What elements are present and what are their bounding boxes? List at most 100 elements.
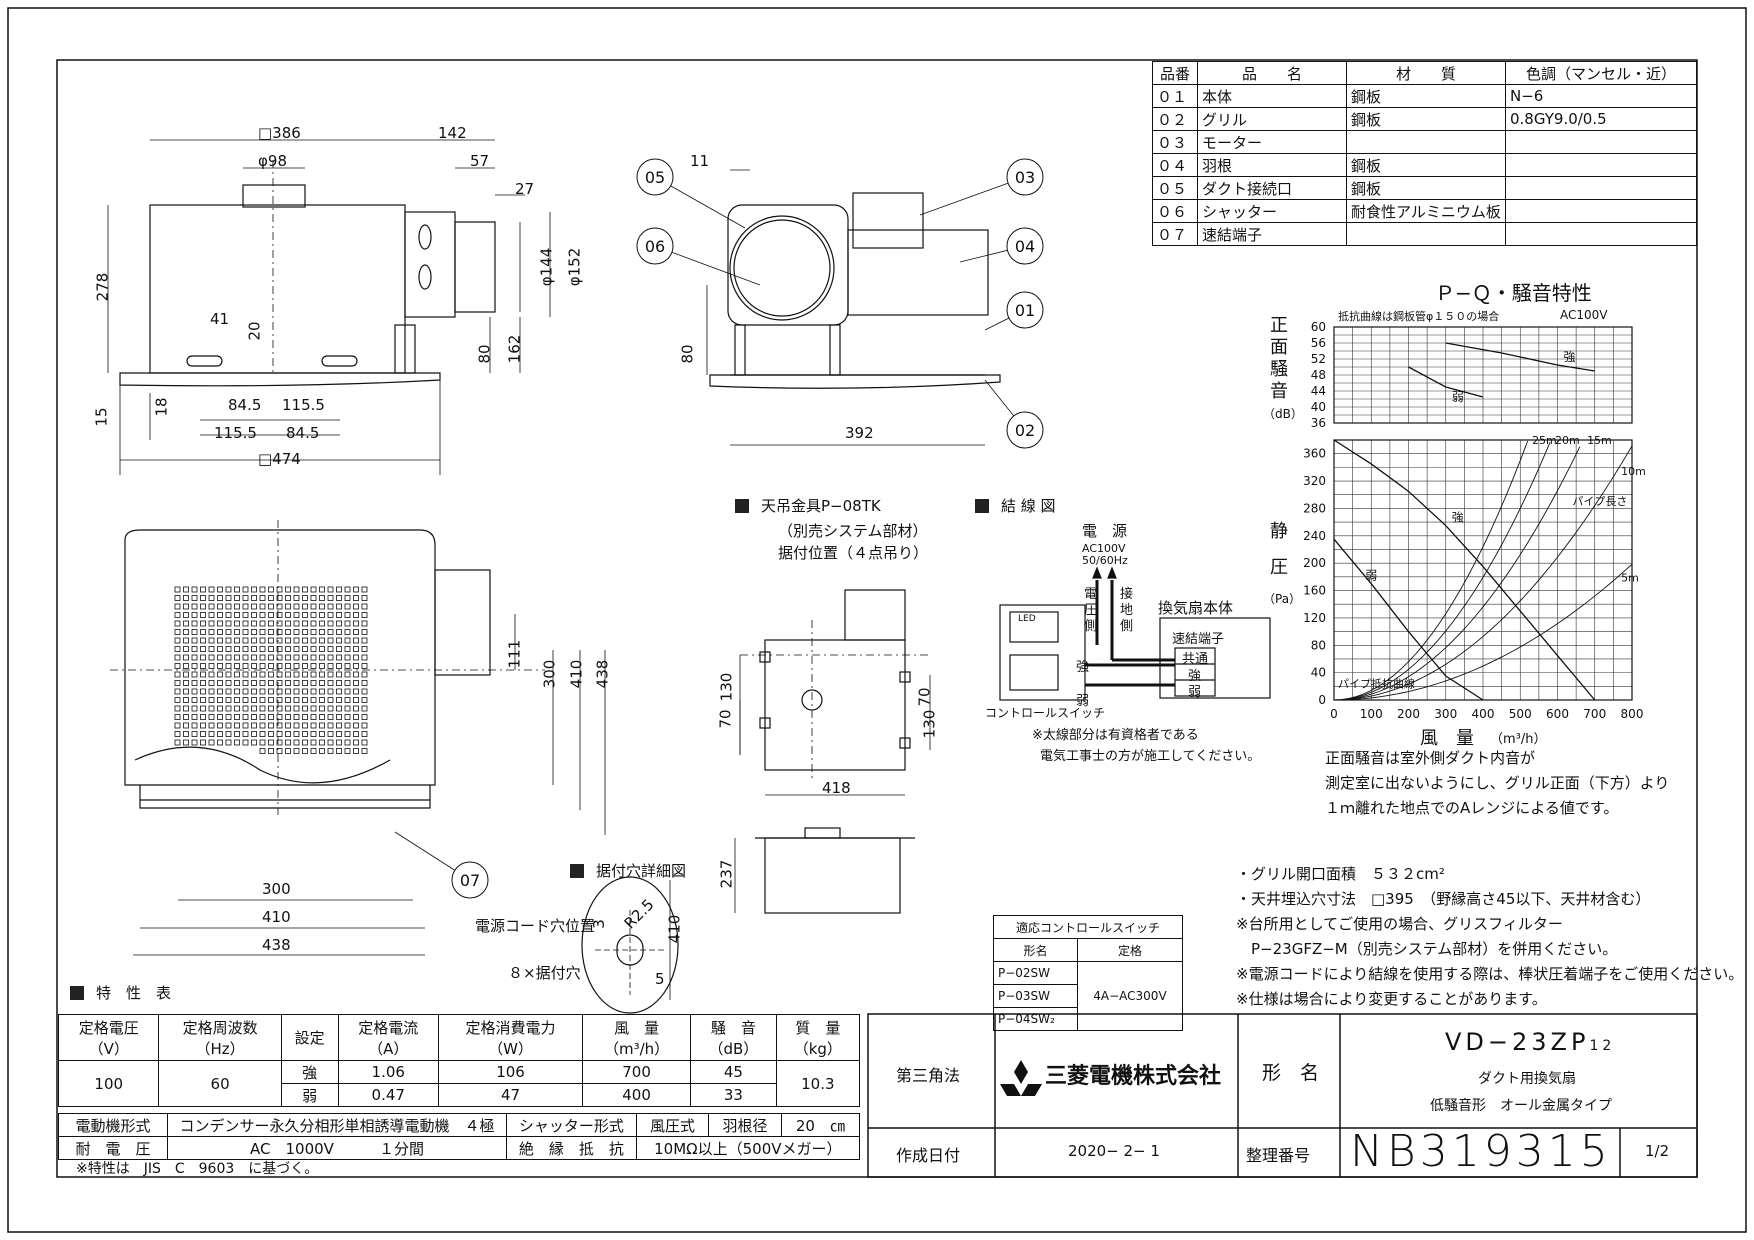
hanger-sub2: 据付位置（４点吊り） — [778, 544, 929, 562]
grille-slot — [319, 739, 325, 746]
spec-voltage: 100 — [57, 1060, 160, 1107]
grille-slot — [302, 595, 308, 601]
wiring-weak: 弱 — [1188, 685, 1202, 700]
grille-slot — [293, 586, 300, 593]
general-notes: ・グリル開口面積 ５３２cm² ・天井埋込穴寸法 □395 （野縁高さ45以下、… — [1236, 862, 1743, 1012]
grille-slot — [361, 603, 368, 610]
grille-slot — [251, 739, 257, 746]
grille-slot — [191, 663, 198, 669]
grille-slot — [285, 714, 291, 720]
grille-slot — [200, 654, 206, 661]
flow-tick: 200 — [1397, 707, 1420, 721]
parts-cell — [1505, 222, 1697, 246]
grille-slot — [336, 705, 342, 712]
grille-slot — [268, 654, 274, 661]
grille-slot — [336, 722, 342, 729]
parts-cell: ０６ — [1152, 199, 1198, 223]
grille-slot — [302, 612, 308, 618]
grille-slot — [336, 680, 342, 686]
grille-slot — [174, 731, 181, 737]
grille-slot — [293, 663, 300, 669]
grille-slot — [327, 671, 334, 678]
grille-slot — [276, 697, 283, 703]
grille-slot — [336, 671, 342, 678]
grille-slot — [327, 586, 334, 593]
grille-slot — [183, 688, 189, 695]
grille-slot — [242, 586, 249, 593]
spec-col-header-line: 騒 音 — [710, 1018, 756, 1037]
company-name: 三菱電機株式会社 — [1045, 1064, 1222, 1089]
grille-slot — [293, 603, 300, 610]
grille-slot — [319, 637, 325, 644]
grille-slot — [293, 714, 300, 720]
grille-slot — [251, 705, 257, 712]
dim-label: φ144 — [537, 247, 556, 287]
shutter-label: シャッター形式 — [506, 1113, 637, 1137]
grille-slot — [344, 629, 351, 635]
grille-slot — [285, 705, 291, 712]
spec-table-extra: 電動機形式 コンデンサー永久分相形単相誘導電動機 ４極 シャッター形式 風圧式 … — [58, 1113, 861, 1160]
grille-slot — [276, 739, 283, 746]
title-block-frame — [867, 1013, 1698, 1178]
flow-tick: 0 — [1330, 707, 1338, 721]
flow-tick: 500 — [1509, 707, 1532, 721]
pressure-tick: 320 — [1303, 474, 1326, 488]
parts-cell: ０３ — [1152, 130, 1198, 154]
spec-col-header: 定格電圧（V） — [57, 1014, 160, 1061]
grille-slot — [234, 620, 240, 627]
grille-slot — [285, 595, 291, 601]
grille-slot — [319, 680, 325, 686]
grille-slot — [293, 731, 300, 737]
grille-slot — [344, 722, 351, 729]
grille-slot — [361, 748, 368, 754]
noise-series-label: 弱 — [1452, 390, 1464, 404]
grille-slot — [268, 629, 274, 635]
wiring-title: 結 線 図 — [975, 495, 1056, 516]
grille-slot — [361, 680, 368, 686]
grille-slot — [293, 722, 300, 729]
noise-tick: 52 — [1311, 352, 1326, 366]
grille-slot — [336, 663, 342, 669]
spec-col-header-line: （m³/h） — [603, 1039, 670, 1058]
grille-slot — [285, 680, 291, 686]
model-desc2: 低騒音形 オール金属タイプ — [1430, 1098, 1612, 1114]
grille-slot — [208, 671, 215, 678]
grille-slot — [259, 620, 266, 627]
grille-slot — [259, 748, 266, 754]
grille-slot — [174, 663, 181, 669]
dim-label: 70 — [716, 709, 735, 729]
grille-slot — [225, 629, 232, 635]
parts-cell: 速結端子 — [1197, 222, 1347, 246]
grille-slot — [251, 714, 257, 720]
grille-slot — [234, 646, 240, 652]
grille-slot — [217, 671, 223, 678]
grille-slot — [327, 620, 334, 627]
grille-slot — [302, 663, 308, 669]
grille-slot — [234, 612, 240, 618]
grille-slot — [200, 739, 206, 746]
grille-slot — [268, 748, 274, 754]
grille-slot — [319, 688, 325, 695]
grille-slot — [208, 586, 215, 593]
grille-slot — [191, 714, 198, 720]
grille-slot — [293, 637, 300, 644]
grille-slot — [285, 739, 291, 746]
grille-slot — [293, 671, 300, 678]
dim-label: φ152 — [565, 247, 584, 287]
grille-slot — [293, 654, 300, 661]
grille-slot — [336, 688, 342, 695]
grille-slot — [217, 680, 223, 686]
grille-slot — [310, 688, 317, 695]
grille-slot — [276, 629, 283, 635]
motor-type: コンデンサー永久分相形単相誘導電動機 ４極 — [167, 1113, 507, 1137]
spec-col-header-line: 定格周波数 — [182, 1018, 258, 1037]
grille-slot — [285, 731, 291, 737]
grille-slot — [183, 654, 189, 661]
grille-slot — [353, 654, 359, 661]
grille-slot — [353, 714, 359, 720]
grille-slot — [293, 697, 300, 703]
grille-slot — [319, 671, 325, 678]
